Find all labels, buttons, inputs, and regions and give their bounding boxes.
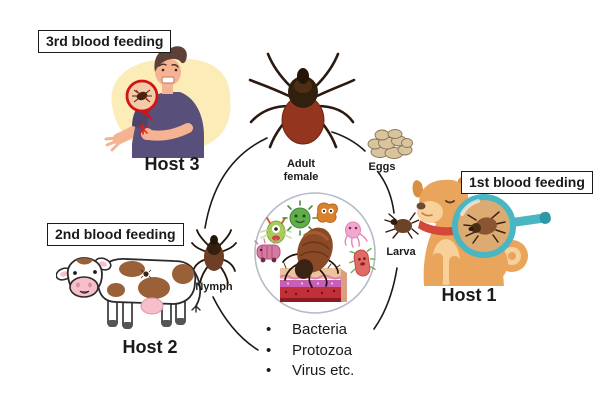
- cow-mouth: [79, 290, 90, 294]
- grimace-mouth: [161, 76, 175, 84]
- pathogen-item: • Protozoa: [266, 341, 354, 362]
- cow-muzzle: [69, 276, 99, 298]
- bite-scratch-marks: [139, 123, 148, 135]
- pink-car-microbe: [254, 238, 281, 263]
- lens-gloss: [460, 199, 480, 216]
- hand-fingers: [104, 136, 121, 152]
- feeding3-label-box: 3rd blood feeding: [38, 30, 172, 53]
- adult-tick-icon: [248, 52, 356, 149]
- nymph-label: Nymph: [195, 281, 233, 293]
- cow-spots: [107, 261, 194, 299]
- human-host3-illustration: [104, 46, 231, 158]
- feeding2-label-box: 2nd blood feeding: [47, 223, 184, 246]
- wink-eye: [445, 200, 455, 204]
- arc-host1-to-bottom: [373, 267, 398, 330]
- mouth: [421, 212, 433, 217]
- host1-label: Host 1: [441, 285, 497, 305]
- arc-bottom-to-nymph: [212, 296, 259, 351]
- eggs-icon: [367, 129, 413, 159]
- callout-pointer: [140, 110, 154, 122]
- arc-adult-to-eggs: [331, 131, 366, 152]
- tick-in-callout: [132, 89, 152, 103]
- bullet-icon: •: [266, 321, 272, 338]
- cow-head: [56, 257, 112, 298]
- feeding-tick-large: [282, 227, 339, 288]
- cow-legs: [107, 295, 186, 329]
- green-monster-microbe: [260, 217, 292, 244]
- pathogen-circle-illustration: [254, 192, 376, 314]
- feeding1-label-box: 1st blood feeding: [461, 171, 593, 194]
- nose: [416, 202, 426, 210]
- neck: [162, 82, 173, 94]
- pathogen-item: • Virus etc.: [266, 361, 354, 382]
- adult-female-label: Adult female: [283, 158, 319, 183]
- host3-label: Host 3: [144, 154, 200, 174]
- larva-tick-icon: [384, 212, 419, 239]
- eggs-label: Eggs: [368, 161, 396, 173]
- red-rod-microbe: [349, 247, 376, 277]
- dog-host1-illustration: [412, 175, 551, 286]
- tick-in-magnifier: [463, 211, 506, 244]
- cow-host2-illustration: [56, 257, 202, 329]
- green-virus-microbe: [282, 200, 318, 236]
- face-details: [158, 63, 179, 68]
- pink-squid-microbe: [344, 221, 368, 248]
- feeding3-label: 3rd blood feeding: [46, 33, 164, 49]
- bullet-icon: •: [266, 341, 272, 359]
- pathogen-list: • Bacteria • Protozoa • Virus etc.: [266, 320, 354, 382]
- bullet-icon: •: [266, 362, 272, 379]
- tick-on-cow: [140, 269, 152, 279]
- feeding1-label: 1st blood feeding: [469, 174, 585, 190]
- forehead-patch: [76, 258, 93, 265]
- larva-label: Larva: [386, 246, 416, 258]
- host2-label: Host 2: [122, 337, 178, 357]
- nymph-tick-icon: [191, 229, 237, 284]
- udder: [140, 297, 164, 315]
- feeding2-label: 2nd blood feeding: [55, 226, 176, 242]
- arc-eggs-to-larva: [377, 171, 395, 214]
- pathogen-item: • Bacteria: [266, 320, 354, 341]
- front-legs: [432, 253, 460, 286]
- tick-head: [297, 68, 309, 84]
- arc-nymph-to-adult: [204, 137, 268, 229]
- orange-amoeba-microbe: [316, 202, 338, 223]
- magnifier-handle: [510, 211, 551, 227]
